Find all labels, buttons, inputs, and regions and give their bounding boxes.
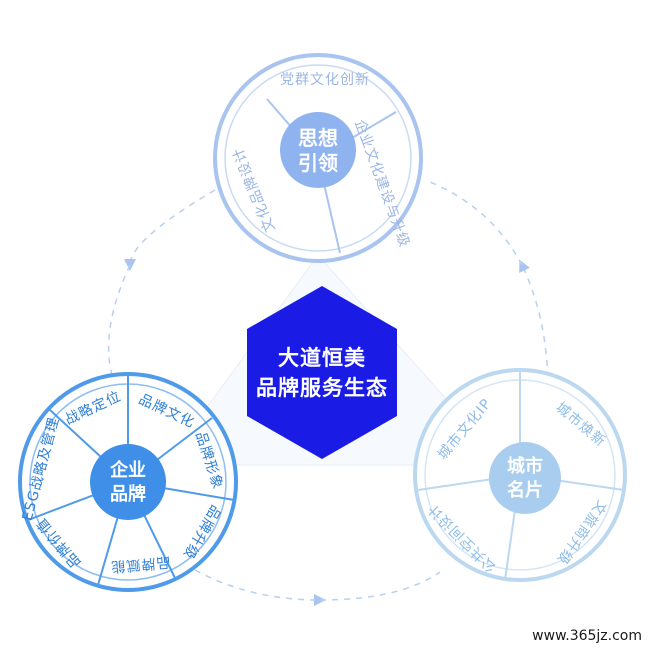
cycle-arrows — [107, 179, 549, 606]
left-center-disc — [90, 444, 166, 520]
hub-hexagon: 大道恒美 品牌服务生态 — [247, 286, 397, 459]
hub-title-line2: 品牌服务生态 — [256, 376, 388, 400]
cycle-arrow-left-to-right — [194, 569, 326, 606]
cycle-line-right-to-top — [424, 179, 523, 266]
cycle-line-top-to-left — [107, 264, 131, 376]
cycle-line-left-to-right — [319, 571, 441, 601]
left-center-line1: 企业 — [109, 459, 146, 481]
watermark-text: www.365jz.com — [532, 628, 642, 644]
top-center-line2: 引领 — [298, 151, 338, 175]
circle-thought-leadership: 思想 引领 党群文化创新 企业文化建设与升级 文化品牌设计 — [213, 53, 423, 263]
top-segment-label: 党群文化创新 — [280, 72, 370, 88]
top-center-line1: 思想 — [298, 126, 338, 150]
right-center-line1: 城市 — [507, 455, 543, 477]
left-segment-label: 品牌赋能 — [110, 553, 171, 575]
hub-hexagon-shape — [247, 286, 397, 459]
right-center-line2: 名片 — [507, 479, 543, 501]
circle-corporate-brand: 企业 品牌 战略定位 品牌文化 品牌形象 品牌升级 品牌赋能 品牌价值 ESG战… — [18, 372, 238, 592]
circle-city-card: 城市 名片 城市焕新 文旅商升级 公共空间设计 城市文化IP — [413, 368, 627, 582]
top-inner-ring — [224, 64, 412, 252]
hub-title-line1: 大道恒美 — [278, 346, 366, 370]
right-center-disc — [489, 442, 561, 514]
top-center-disc — [280, 112, 356, 188]
left-center-line2: 品牌 — [110, 483, 146, 505]
cycle-arrow-top-to-left — [124, 189, 216, 271]
